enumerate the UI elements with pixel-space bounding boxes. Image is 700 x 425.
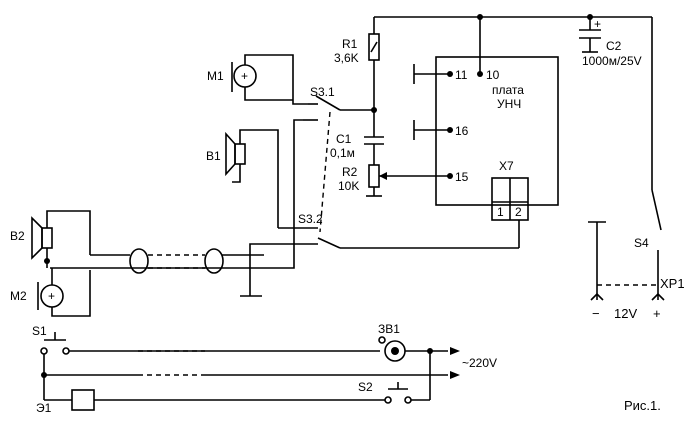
c1-value: 0,1м xyxy=(330,146,355,160)
r2-value: 10K xyxy=(338,179,359,193)
m1-label: M1 xyxy=(207,69,224,83)
m2-label: M2 xyxy=(10,289,27,303)
board-label-line1: плата xyxy=(492,83,524,97)
zv1-label: ЗВ1 xyxy=(378,322,400,336)
switch-s3-1: S3.1 xyxy=(303,85,374,233)
c2-name: C2 xyxy=(606,39,622,53)
c1-name: C1 xyxy=(336,132,352,146)
s1-label: S1 xyxy=(32,324,47,338)
capacitor-c2: + C2 1000м/25V xyxy=(579,17,642,68)
switch-s4: S4 xyxy=(634,17,662,300)
pin-15: 15 xyxy=(455,170,469,184)
b1-label: B1 xyxy=(206,149,221,163)
top-power-rail xyxy=(374,14,652,77)
wire-s31-common xyxy=(50,119,303,269)
m2-plus: + xyxy=(48,289,55,303)
plug-xp1: − + 12V XP1 xyxy=(588,221,685,321)
x7-pin-1: 1 xyxy=(497,205,504,219)
capacitor-c1: C1 0,1м xyxy=(330,110,384,165)
r1-value: 3,6K xyxy=(334,51,359,65)
m1-plus: + xyxy=(241,69,248,83)
shielded-cable xyxy=(90,248,264,274)
c2-plus: + xyxy=(594,17,601,31)
pin-10: 10 xyxy=(486,68,500,82)
s2-label: S2 xyxy=(358,380,373,394)
board-label-line2: УНЧ xyxy=(497,97,521,111)
figure-caption: Рис.1. xyxy=(624,398,661,413)
xp1-minus: − xyxy=(592,306,600,321)
pin-16: 16 xyxy=(455,124,469,138)
potentiometer-r2: R2 10K xyxy=(338,164,453,197)
r1-name: R1 xyxy=(342,37,358,51)
mains-circuit: S1 ЗВ1 ~220V Э1 S2 xyxy=(32,322,497,415)
resistor-r1: R1 3,6K xyxy=(334,17,380,113)
mains-label: ~220V xyxy=(462,356,497,370)
amplifier-board: плата УНЧ 11 10 16 15 X7 1 2 xyxy=(413,56,559,248)
c2-value: 1000м/25V xyxy=(582,54,642,68)
e1-label: Э1 xyxy=(36,401,52,415)
s3-1-label: S3.1 xyxy=(310,85,335,99)
microphone-m1: + M1 xyxy=(207,54,308,105)
xp1-label: XP1 xyxy=(660,276,685,291)
pin-11: 11 xyxy=(455,68,468,82)
x7-pin-2: 2 xyxy=(515,205,522,219)
s4-label: S4 xyxy=(634,236,649,250)
r2-name: R2 xyxy=(342,165,358,179)
speaker-b2: B2 xyxy=(10,210,91,268)
switch-s3-2: S3.2 xyxy=(264,212,519,249)
microphone-m2: + M2 xyxy=(10,268,91,317)
s3-2-label: S3.2 xyxy=(298,212,323,226)
speaker-b1: B1 xyxy=(206,129,279,228)
b2-label: B2 xyxy=(10,229,25,243)
wire-ground xyxy=(240,243,264,297)
connector-x7-label: X7 xyxy=(499,159,514,173)
xp1-plus: + xyxy=(653,306,661,321)
xp1-voltage: 12V xyxy=(614,306,637,321)
